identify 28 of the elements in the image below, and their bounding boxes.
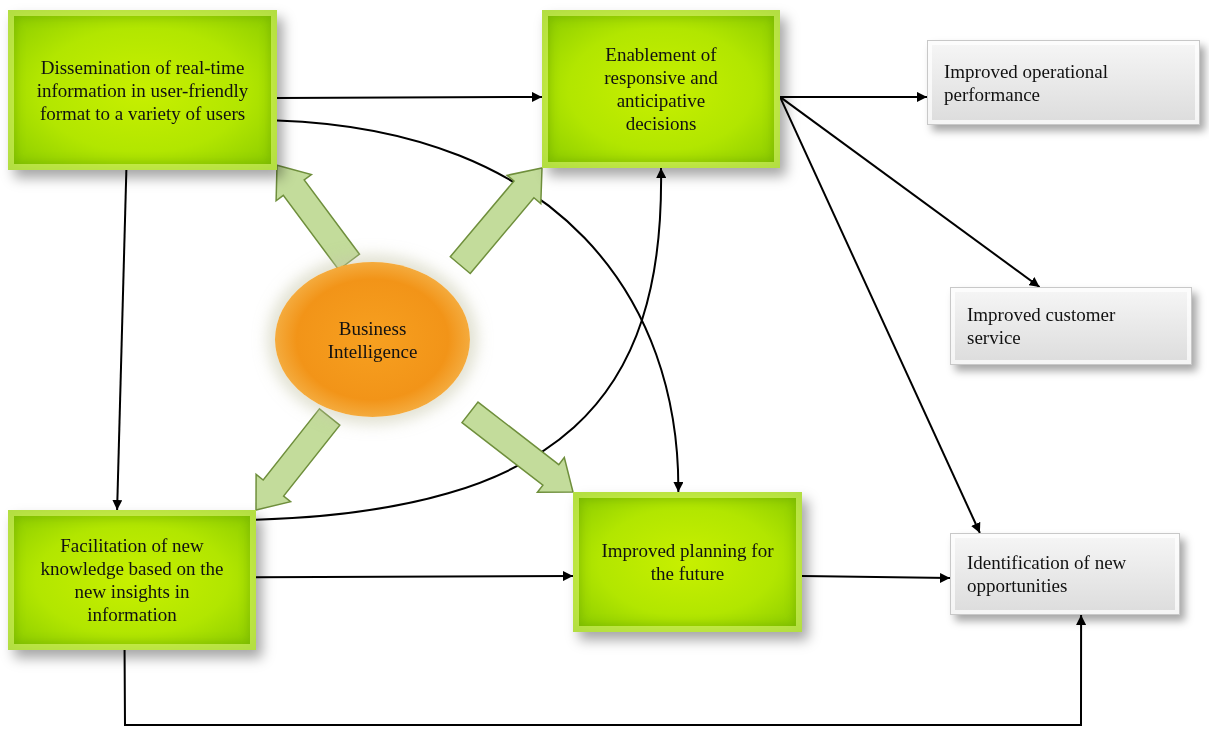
node-label: Identification of new opportunities [967,551,1128,597]
arrow [112,169,128,511]
arrow [801,572,951,583]
block-arrow [255,407,341,511]
arrow [276,119,683,493]
outcome-box [950,533,1180,615]
central-oval [275,262,470,417]
process-box [8,510,256,650]
node-label: Improved operational performance [944,59,1110,106]
process-box [8,10,277,170]
node-label: Improved planning for the future [600,539,775,585]
arrow [276,91,543,102]
outcome-box [927,40,1200,125]
node-label: Facilitation of new knowledge based on the new insights in information [39,534,225,626]
node-label: Dissemination of real-time information in user-friendly format to a variety of users [35,55,250,125]
arrow [779,95,1041,288]
arrow [255,167,666,521]
node-label: Enablement of responsive and anticipative decisions [603,43,719,135]
block-arrow [449,167,543,275]
block-arrow [460,401,574,494]
process-box [573,492,802,632]
node-label: Business Intelligence [326,316,419,363]
node-label: Improved customer service [967,303,1117,349]
outcome-box [950,287,1192,365]
arrow [779,91,928,102]
process-box [542,10,780,168]
arrow [255,571,574,582]
arrow [123,614,1087,726]
